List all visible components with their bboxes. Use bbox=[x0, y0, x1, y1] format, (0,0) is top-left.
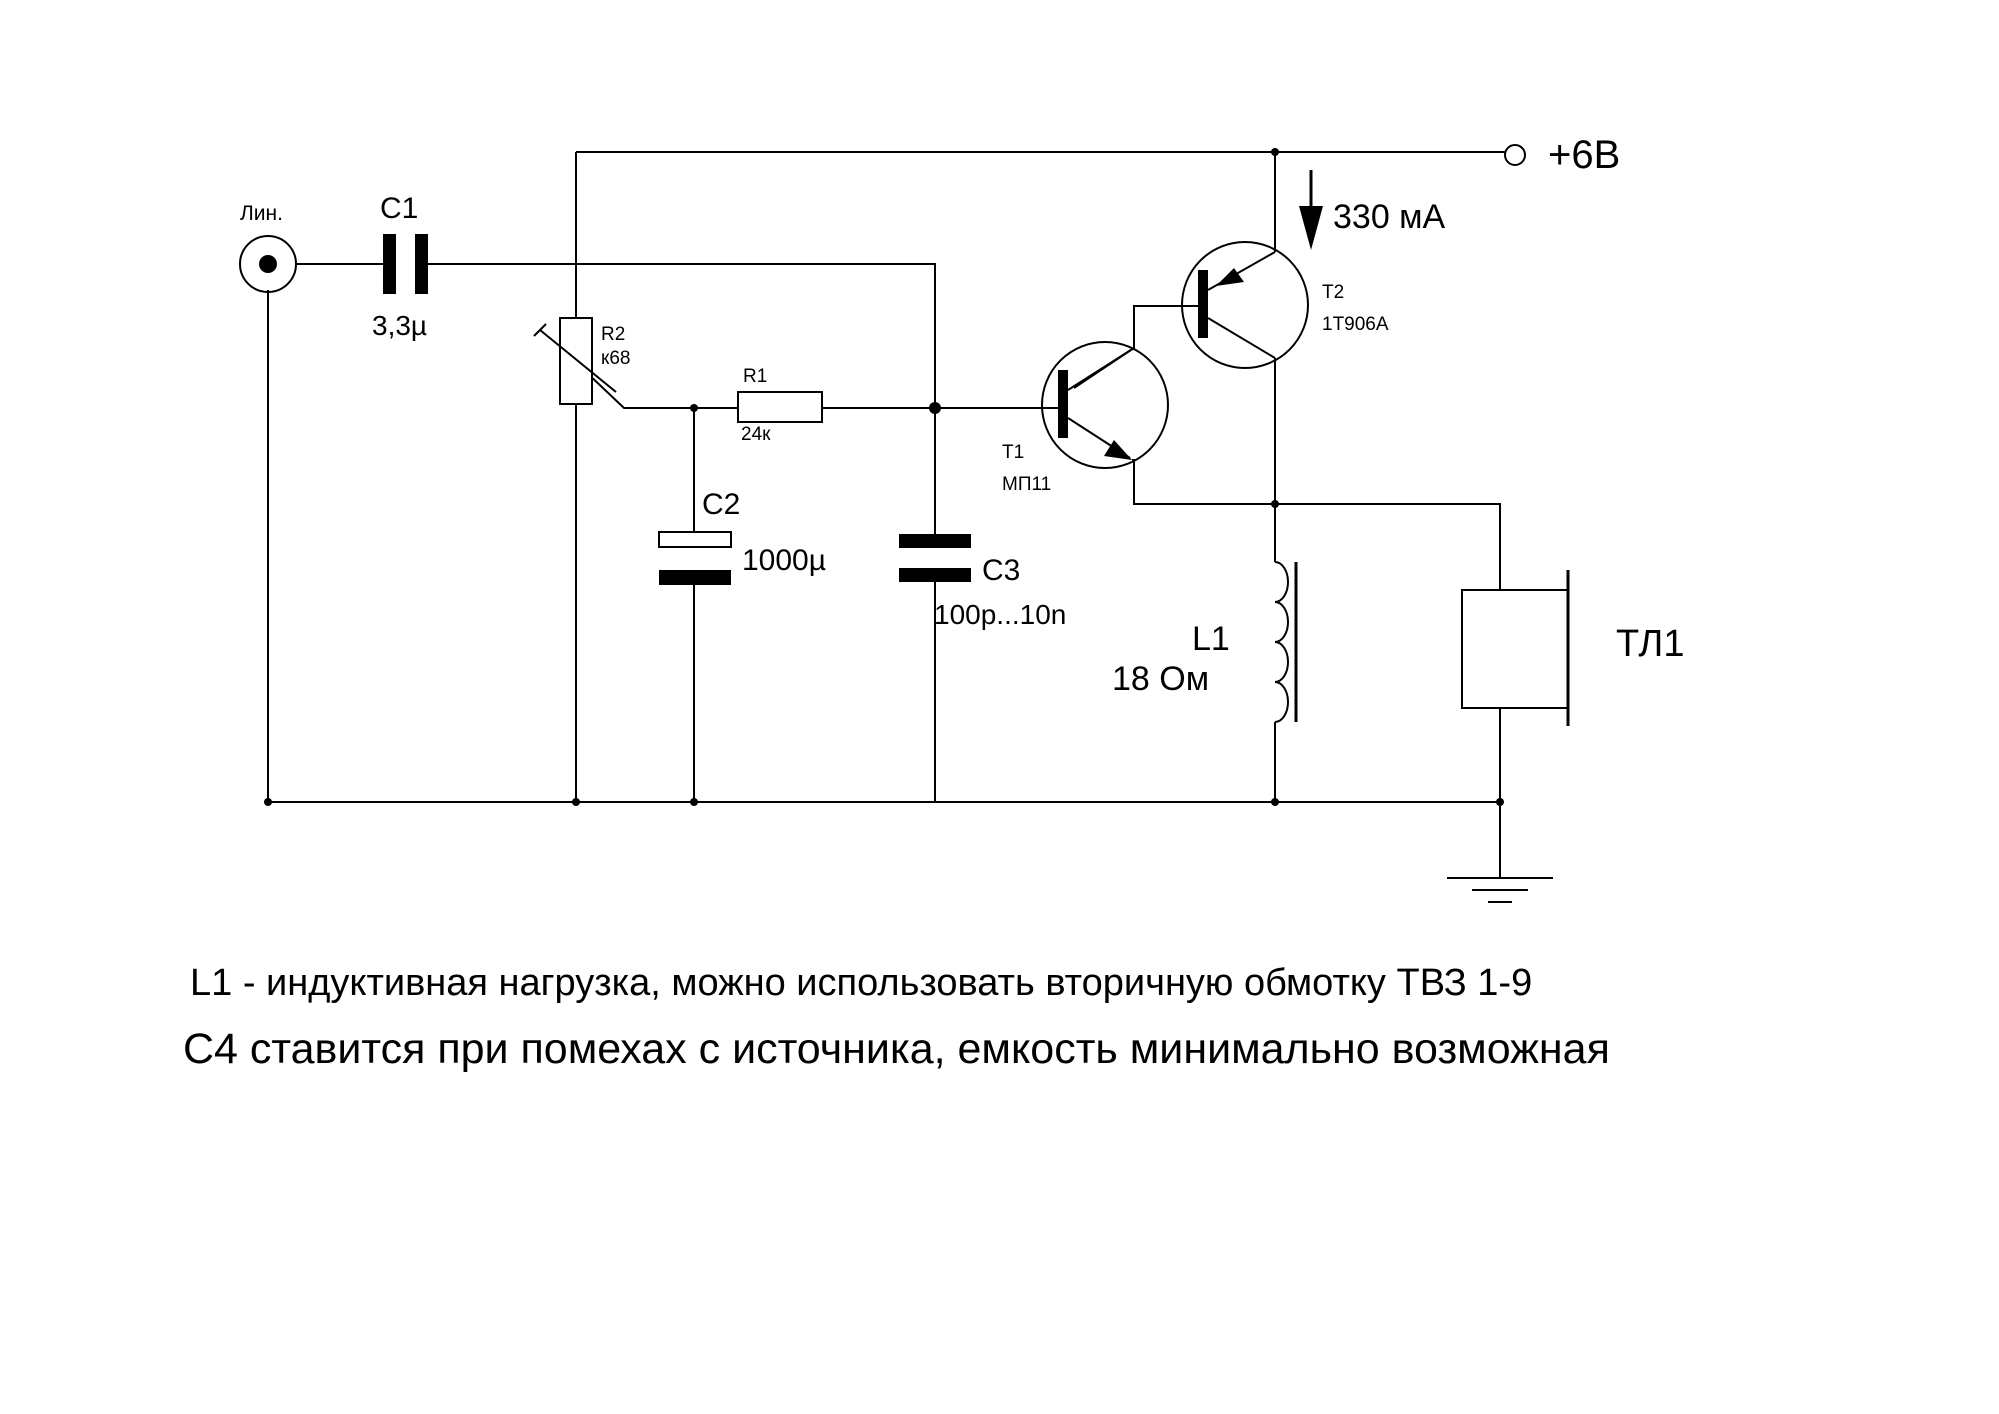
c2-ref: C2 bbox=[702, 488, 740, 521]
r2-ref: R2 bbox=[601, 324, 625, 345]
t2-collector-lead bbox=[1207, 317, 1276, 359]
transistor-t1 bbox=[1041, 341, 1169, 469]
junctions bbox=[264, 148, 1504, 806]
tl1-ref: ТЛ1 bbox=[1616, 623, 1684, 665]
c3-value: 100p...10n bbox=[934, 599, 1066, 630]
ground-symbol bbox=[1447, 877, 1553, 903]
supply-label: +6В bbox=[1548, 133, 1620, 177]
junction-dot bbox=[264, 798, 272, 806]
t2-value: 1Т906А bbox=[1322, 314, 1389, 335]
c2-value: 1000µ bbox=[742, 544, 826, 577]
capacitor-c1 bbox=[383, 234, 428, 294]
junction-dot bbox=[690, 798, 698, 806]
c2-plate-negative bbox=[659, 570, 731, 585]
tl1-body bbox=[1461, 589, 1569, 709]
wire-c1-base bbox=[428, 263, 936, 408]
capacitor-c2 bbox=[658, 531, 732, 585]
r1-value: 24к bbox=[741, 424, 771, 445]
jack-outer-ring bbox=[239, 235, 297, 293]
r2-value: к68 bbox=[601, 348, 630, 369]
supply-terminal bbox=[1504, 144, 1526, 166]
c1-ref: C1 bbox=[380, 192, 418, 225]
variable-resistor-r2 bbox=[533, 317, 617, 405]
junction-dot bbox=[572, 798, 580, 806]
junction-dot bbox=[690, 404, 698, 412]
r2-adjust-arrow bbox=[539, 329, 617, 393]
current-arrow-head bbox=[1299, 206, 1323, 250]
r1-ref: R1 bbox=[743, 366, 767, 387]
l1-ref: L1 bbox=[1192, 620, 1230, 658]
wire-out-tl1 bbox=[1275, 503, 1501, 590]
c2-plate-positive bbox=[658, 531, 732, 548]
l1-windings bbox=[1274, 561, 1289, 723]
junction-dot bbox=[929, 402, 941, 414]
t2-emitter-arrow bbox=[1216, 268, 1244, 286]
current-label: 330 мА bbox=[1333, 198, 1446, 236]
t1-base-bar bbox=[1058, 370, 1068, 438]
t2-envelope bbox=[1181, 241, 1309, 369]
resistor-r1 bbox=[737, 391, 823, 423]
c3-plate-top bbox=[899, 534, 971, 548]
wire-t1c-t2b bbox=[1073, 305, 1206, 389]
input-jack bbox=[239, 235, 297, 293]
note-line-2: С4 ставится при помехах с источника, емк… bbox=[183, 1025, 1610, 1073]
junction-dot bbox=[1496, 798, 1504, 806]
c1-value: 3,3µ bbox=[372, 310, 427, 341]
t1-ref: T1 bbox=[1002, 442, 1024, 463]
t1-envelope bbox=[1041, 341, 1169, 469]
inductor-l1 bbox=[1274, 561, 1298, 723]
t2-ref: T2 bbox=[1322, 282, 1344, 303]
wire-t1e-out bbox=[1132, 459, 1275, 505]
junction-dot bbox=[1271, 798, 1279, 806]
t2-base-bar bbox=[1198, 270, 1208, 338]
r2-adjust-tick bbox=[533, 323, 547, 337]
c3-plate-bottom bbox=[899, 568, 971, 582]
current-indicator bbox=[1299, 170, 1323, 250]
c3-ref: C3 bbox=[982, 554, 1020, 587]
c1-plate-right bbox=[415, 234, 428, 294]
earpiece-tl1 bbox=[1461, 570, 1570, 726]
wire-wiper-c2 bbox=[583, 369, 738, 409]
t1-emitter-arrow bbox=[1104, 440, 1132, 460]
r2-body bbox=[559, 317, 593, 405]
capacitor-c3 bbox=[899, 534, 971, 582]
c1-plate-left bbox=[383, 234, 396, 294]
t1-value: МП11 bbox=[1002, 474, 1051, 495]
note-line-1: L1 - индуктивная нагрузка, можно использ… bbox=[190, 962, 1533, 1004]
t1-collector-lead bbox=[1067, 347, 1135, 391]
l1-value: 18 Ом bbox=[1112, 660, 1209, 698]
wires bbox=[267, 151, 1505, 878]
transistor-t2 bbox=[1181, 241, 1309, 369]
input-label: Лин. bbox=[240, 202, 283, 225]
junction-dot bbox=[1271, 148, 1279, 156]
junction-dot bbox=[1271, 500, 1279, 508]
jack-center-pin bbox=[259, 255, 277, 273]
